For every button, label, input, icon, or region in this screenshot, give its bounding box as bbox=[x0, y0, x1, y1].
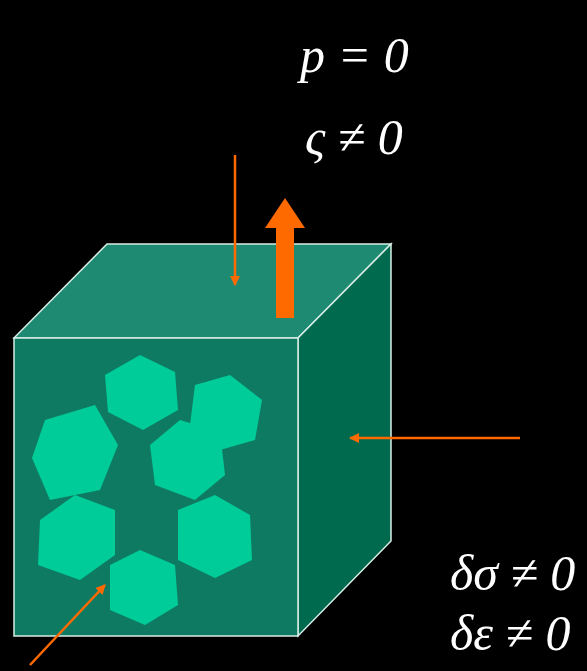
flux-label: ς ≠ 0 bbox=[305, 112, 403, 162]
load-arrow bbox=[234, 155, 237, 285]
pressure-label: p = 0 bbox=[300, 30, 409, 80]
cube-side bbox=[298, 244, 391, 636]
load-arrow bbox=[350, 437, 520, 440]
stress-label: δσ ≠ 0 bbox=[450, 548, 575, 598]
cube-front bbox=[14, 338, 298, 636]
strain-label: δε ≠ 0 bbox=[450, 608, 570, 658]
load-arrow bbox=[30, 585, 105, 665]
grains bbox=[32, 355, 262, 625]
flux-arrow bbox=[265, 198, 305, 318]
